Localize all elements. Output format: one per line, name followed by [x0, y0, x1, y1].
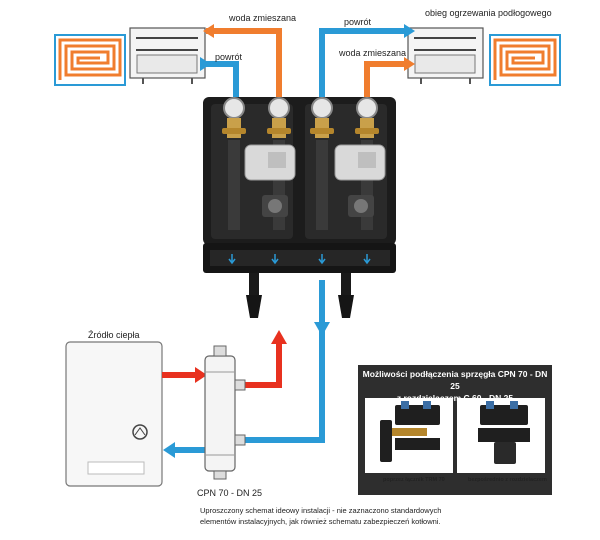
label-mixed-water-right: woda zmieszana: [339, 48, 407, 58]
footnote: Uproszczony schemat ideowy instalacji - …: [200, 505, 500, 527]
footnote-line-1: Uproszczony schemat ideowy instalacji - …: [200, 506, 442, 515]
thermometer-icon: [311, 97, 333, 119]
inset-title: Możliwości podłączenia sprzęgła CPN 70 -…: [362, 368, 548, 404]
inset-caption-left: poprzez łącznik TRM 70: [383, 477, 445, 483]
pipe-supply-up: [236, 330, 287, 388]
label-coupler-model: CPN 70 - DN 25: [197, 488, 263, 498]
inset-caption-right: bezpośrednio z rozdzielaczem: [468, 477, 547, 483]
inset-title-line-2: z rozdzielaczem C 60 - DN 25: [396, 393, 514, 403]
pipe-return-left: [200, 57, 239, 102]
footnote-line-2: elementów instalacyjnych, jak również sc…: [200, 517, 441, 526]
thermometer-icon: [356, 97, 378, 119]
label-mixed-water-left: woda zmieszana: [229, 13, 297, 23]
label-floor-heating-circuit: obieg ogrzewania podłogowego: [425, 8, 552, 18]
pump-group-unit: [203, 97, 396, 245]
manifold-box-left: [129, 27, 206, 84]
distributor-bar: [203, 243, 396, 318]
label-heat-source: Źródło ciepła: [88, 330, 140, 340]
hydraulic-coupler: [204, 345, 246, 480]
pipe-mixed-right: [364, 57, 415, 100]
pipe-return-down: [236, 280, 330, 443]
inset-title-line-1: Możliwości podłączenia sprzęgła CPN 70 -…: [362, 369, 548, 391]
label-return-left: powrót: [215, 52, 243, 62]
pipe-return-boiler: [163, 442, 205, 458]
pipe-mixed-left: [203, 24, 282, 100]
label-return-right: powrót: [344, 17, 372, 27]
manifold-box-right: [407, 27, 484, 84]
floor-loop-left: [54, 34, 126, 86]
inset-panel: [358, 365, 552, 495]
pipe-supply-boiler: [162, 367, 207, 383]
floor-loop-right: [489, 34, 561, 86]
thermometer-icon: [223, 97, 245, 119]
thermometer-icon: [268, 97, 290, 119]
heat-source-boiler: [65, 341, 163, 487]
pipe-return-right: [319, 24, 415, 102]
